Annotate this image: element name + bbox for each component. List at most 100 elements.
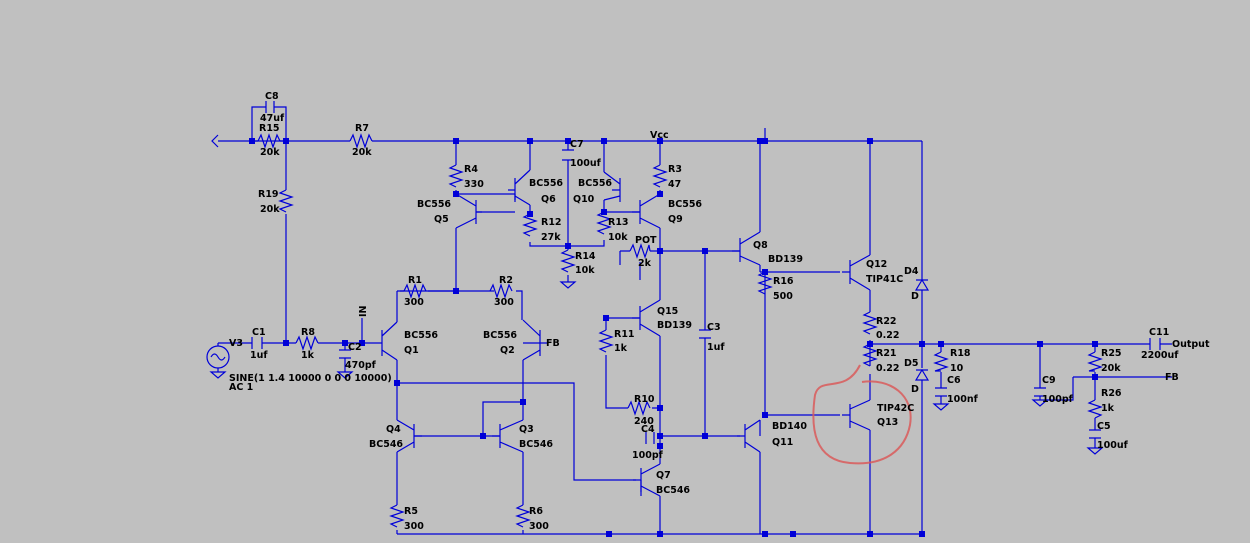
label-q2-ref: Q2	[500, 345, 515, 356]
label-r21-ref: R21	[876, 348, 897, 359]
label-q15-ref: Q15	[657, 306, 678, 317]
label-r3-val: 47	[668, 179, 681, 190]
label-r19-ref: R19	[258, 189, 279, 200]
label-r18-val: 10	[950, 363, 964, 374]
label-q12-ref: Q12	[866, 259, 887, 270]
label-r8-val: 1k	[301, 350, 315, 361]
label-c4-val: 100pf	[632, 450, 664, 461]
label-c2-ref: C2	[348, 342, 362, 353]
label-pot-ref: POT	[635, 235, 657, 246]
label-q3-ref: Q3	[519, 424, 534, 435]
diode-symbols	[914, 278, 930, 381]
label-d5-val: D	[911, 384, 919, 395]
input-port-arrow-icon	[211, 134, 219, 148]
wires	[217, 106, 1172, 535]
label-q7-ref: Q7	[656, 470, 671, 481]
label-r2-ref: R2	[499, 275, 513, 286]
label-r5-ref: R5	[404, 506, 418, 517]
label-q11-val: BD140	[772, 421, 807, 432]
label-r25-val: 20k	[1101, 363, 1121, 374]
label-d4-ref: D4	[904, 266, 919, 277]
label-c5-val: 100uf	[1097, 440, 1129, 451]
label-r22-val: 0.22	[876, 330, 899, 341]
label-c3-ref: C3	[707, 322, 721, 333]
label-c6-ref: C6	[947, 375, 961, 386]
label-c8-ref: C8	[265, 91, 279, 102]
label-c9-ref: C9	[1042, 375, 1056, 386]
label-c4-ref: C4	[641, 424, 655, 435]
component-labels: C8 47uf R15 20k R7 20k R19 20k R4 330 BC…	[229, 91, 1210, 532]
label-r7-val: 20k	[352, 147, 372, 158]
label-q9-val: BC556	[668, 199, 702, 210]
label-q4-ref: Q4	[386, 424, 401, 435]
label-r1-val: 300	[404, 297, 424, 308]
label-r7-ref: R7	[355, 123, 369, 134]
label-q6-ref: Q6	[541, 194, 556, 205]
label-q3-val: BC546	[519, 439, 553, 450]
label-q8-val: BD139	[768, 254, 803, 265]
label-r11-val: 1k	[614, 343, 628, 354]
label-r18-ref: R18	[950, 348, 971, 359]
label-r10-ref: R10	[634, 394, 655, 405]
label-r4-val: 330	[464, 179, 484, 190]
label-r11-ref: R11	[614, 329, 635, 340]
label-r15-ref: R15	[259, 123, 280, 134]
label-c11-ref: C11	[1149, 327, 1169, 338]
label-r1-ref: R1	[408, 275, 422, 286]
transistor-symbols	[374, 169, 871, 497]
label-q9-ref: Q9	[668, 214, 683, 225]
label-r22-ref: R22	[876, 316, 897, 327]
label-c5-ref: C5	[1097, 421, 1111, 432]
label-r4-ref: R4	[464, 164, 478, 175]
label-r14-val: 10k	[575, 265, 595, 276]
label-q15-val: BD139	[657, 320, 692, 331]
ground-symbols	[209, 281, 1104, 455]
label-d5-ref: D5	[904, 358, 919, 369]
label-v3-ref: V3	[229, 338, 243, 349]
label-q10-val: BC556	[578, 178, 612, 189]
label-c6-val: 100nf	[947, 394, 979, 405]
label-c2-val: 470pf	[345, 360, 377, 371]
label-r2-val: 300	[494, 297, 514, 308]
label-q2-val: BC556	[483, 330, 517, 341]
label-r14-ref: R14	[575, 251, 596, 262]
sine-source-icon	[206, 345, 230, 369]
label-q6-val: BC556	[529, 178, 563, 189]
label-r13-val: 10k	[608, 232, 628, 243]
label-q10-ref: Q10	[573, 194, 595, 205]
label-c1-val: 1uf	[250, 350, 268, 361]
label-q7-val: BC546	[656, 485, 690, 496]
label-q12-val: TIP41C	[866, 274, 903, 285]
label-q13-ref: Q13	[877, 417, 898, 428]
junctions	[249, 138, 1098, 537]
label-fb-left: FB	[546, 338, 560, 349]
label-q13-val: TIP42C	[877, 403, 914, 414]
label-fb-right: FB	[1165, 372, 1179, 383]
label-r12-val: 27k	[541, 232, 561, 243]
label-v3-ac: AC 1	[229, 382, 253, 393]
label-q4-val: BC546	[369, 439, 403, 450]
label-r19-val: 20k	[260, 204, 280, 215]
label-output: Output	[1172, 339, 1210, 350]
label-r16-val: 500	[773, 291, 793, 302]
label-in: IN	[358, 305, 369, 317]
label-q11-ref: Q11	[772, 437, 793, 448]
label-q1-ref: Q1	[404, 345, 419, 356]
label-r16-ref: R16	[773, 276, 794, 287]
label-c9-val: 100pf	[1042, 394, 1074, 405]
resistor-symbols	[257, 133, 1103, 528]
label-d4-val: D	[911, 291, 919, 302]
label-r8-ref: R8	[301, 327, 315, 338]
label-r26-val: 1k	[1101, 403, 1115, 414]
label-r26-ref: R26	[1101, 388, 1122, 399]
label-c8-val: 47uf	[260, 113, 285, 124]
label-vcc: Vcc	[650, 130, 669, 141]
label-c3-val: 1uf	[707, 342, 725, 353]
label-r25-ref: R25	[1101, 348, 1122, 359]
label-c7-ref: C7	[570, 139, 584, 150]
label-r3-ref: R3	[668, 164, 682, 175]
label-r5-val: 300	[404, 521, 424, 532]
label-q5-ref: Q5	[434, 214, 449, 225]
